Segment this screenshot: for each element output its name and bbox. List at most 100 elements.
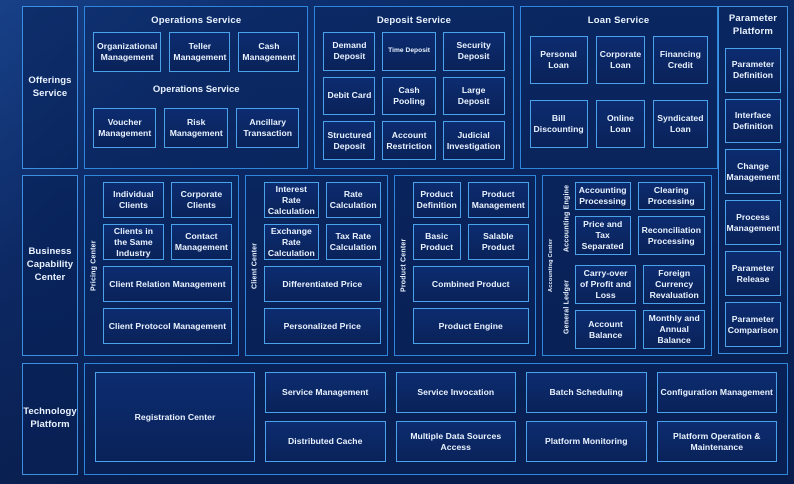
cell-bill-discounting[interactable]: Bill Discounting xyxy=(529,100,588,148)
cell-platform-operation-maintenance[interactable]: Platform Operation & Maintenance xyxy=(656,421,777,462)
cell-debit-card[interactable]: Debit Card xyxy=(323,76,376,116)
cell-syndicated-loan[interactable]: Syndicated Loan xyxy=(653,100,708,148)
parameter-platform-title-line2: Platform xyxy=(732,25,774,37)
cell-online-loan[interactable]: Online Loan xyxy=(595,100,646,148)
cell-platform-monitoring[interactable]: Platform Monitoring xyxy=(526,421,647,462)
cell-judicial-investigation[interactable]: Judicial Investigation xyxy=(442,121,505,160)
capability-column-clients: Pricing Center Individual Clients Corpor… xyxy=(84,175,239,356)
technology-platform-row: Technology Platform Registration Center … xyxy=(6,363,788,475)
business-capability-row: Business Capability Center Pricing Cente… xyxy=(6,175,788,356)
cell-parameter-release[interactable]: Parameter Release xyxy=(725,251,781,297)
deposit-service-grid: Demand Deposit Time Deposit Security Dep… xyxy=(319,32,508,164)
cell-financing-credit[interactable]: Financing Credit xyxy=(653,36,708,84)
lane-label-technology-platform: Technology Platform xyxy=(22,363,78,475)
cell-account-restriction[interactable]: Account Restriction xyxy=(382,121,436,160)
lane-label-business-capability-center: Business Capability Center xyxy=(22,175,78,356)
lane-label-offerings-service: Offerings Service xyxy=(22,6,78,169)
cell-demand-deposit[interactable]: Demand Deposit xyxy=(323,32,376,71)
cell-salable-product[interactable]: Salable Product xyxy=(467,224,529,260)
vlabel-pricing-center: Pricing Center xyxy=(90,240,98,291)
group-title-deposit-service: Deposit Service xyxy=(376,15,452,26)
cell-interface-definition[interactable]: Interface Definition xyxy=(725,98,781,144)
cell-account-balance[interactable]: Account Balance xyxy=(574,310,637,349)
group-title-operations-service: Operations Service xyxy=(151,15,242,26)
cell-individual-clients[interactable]: Individual Clients xyxy=(103,182,164,218)
cell-teller-management[interactable]: Teller Management xyxy=(169,32,231,72)
cell-cash-management[interactable]: Cash Management xyxy=(238,32,300,72)
general-ledger-section: General Ledger Carry-over of Profit and … xyxy=(561,265,705,349)
cell-carry-over-of-profit-and-loss[interactable]: Carry-over of Profit and Loss xyxy=(574,265,637,304)
cell-process-management[interactable]: Process Management xyxy=(725,200,781,246)
cell-large-deposit[interactable]: Large Deposit xyxy=(442,76,505,116)
group-title-loan-service: Loan Service xyxy=(587,15,650,26)
cell-corporate-clients[interactable]: Corporate Clients xyxy=(170,182,232,218)
parameter-platform-panel: Parameter Platform Parameter Definition … xyxy=(718,6,788,354)
cell-risk-management[interactable]: Risk Management xyxy=(164,108,228,148)
cell-clearing-processing[interactable]: Clearing Processing xyxy=(637,182,705,210)
operations-service-row-1: Organizational Management Teller Managem… xyxy=(93,32,300,72)
cell-configuration-management[interactable]: Configuration Management xyxy=(656,372,777,413)
cell-product-definition[interactable]: Product Definition xyxy=(412,182,461,218)
cell-personalized-price[interactable]: Personalized Price xyxy=(263,308,381,344)
cell-price-and-tax-separated[interactable]: Price and Tax Separated xyxy=(574,216,631,255)
cell-parameter-definition[interactable]: Parameter Definition xyxy=(725,47,781,93)
cell-cash-pooling[interactable]: Cash Pooling xyxy=(382,76,436,116)
cell-time-deposit[interactable]: Time Deposit xyxy=(382,32,436,71)
offerings-service-row: Offerings Service Operations Service Org… xyxy=(6,6,788,169)
cell-service-invocation[interactable]: Service Invocation xyxy=(395,372,516,413)
capability-column-pricing: Client Center Interest Rate Calculation … xyxy=(244,175,388,356)
cell-reconciliation-processing[interactable]: Reconciliation Processing xyxy=(637,216,705,255)
clients-pair-grid: Individual Clients Corporate Clients Cli… xyxy=(103,182,232,260)
pricing-pair-grid: Interest Rate Calculation Rate Calculati… xyxy=(263,182,381,260)
vlabel-client-center: Client Center xyxy=(251,242,259,289)
general-ledger-grid: Carry-over of Profit and Loss Foreign Cu… xyxy=(574,265,705,349)
group-deposit-service: Deposit Service Demand Deposit Time Depo… xyxy=(314,6,514,169)
cell-differentiated-price[interactable]: Differentiated Price xyxy=(263,266,381,302)
cell-personal-loan[interactable]: Personal Loan xyxy=(529,36,588,84)
parameter-platform-title: Parameter Platform xyxy=(725,11,781,42)
cell-rate-calculation[interactable]: Rate Calculation xyxy=(325,182,381,218)
cell-client-relation-management[interactable]: Client Relation Management xyxy=(103,266,232,302)
product-pair-grid: Product Definition Product Management Ba… xyxy=(412,182,529,260)
cell-basic-product[interactable]: Basic Product xyxy=(412,224,461,260)
cell-foreign-currency-revaluation[interactable]: Foreign Currency Revaluation xyxy=(643,265,705,304)
cell-multiple-data-sources-access[interactable]: Multiple Data Sources Access xyxy=(395,421,516,462)
cell-combined-product[interactable]: Combined Product xyxy=(412,266,529,302)
cell-service-management[interactable]: Service Management xyxy=(265,372,386,413)
cell-parameter-comparison[interactable]: Parameter Comparison xyxy=(725,302,781,347)
cell-tax-rate-calculation[interactable]: Tax Rate Calculation xyxy=(325,224,381,260)
cell-interest-rate-calculation[interactable]: Interest Rate Calculation xyxy=(263,182,319,218)
cell-registration-center[interactable]: Registration Center xyxy=(95,372,255,462)
capability-column-accounting: Accounting Center Accounting Engine Acco… xyxy=(541,175,712,356)
cell-change-management[interactable]: Change Management xyxy=(725,149,781,195)
cell-product-engine[interactable]: Product Engine xyxy=(412,308,529,344)
vlabel-accounting-center: Accounting Center xyxy=(547,238,554,293)
cell-clients-in-the-same-industry[interactable]: Clients in the Same Industry xyxy=(103,224,164,260)
vlabel-accounting-engine: Accounting Engine xyxy=(563,184,571,253)
accounting-engine-grid: Accounting Processing Clearing Processin… xyxy=(574,182,705,255)
cell-client-protocol-management[interactable]: Client Protocol Management xyxy=(103,308,232,344)
capability-column-product: Product Center Product Definition Produc… xyxy=(393,175,536,356)
loan-service-grid: Personal Loan Corporate Loan Financing C… xyxy=(525,32,713,164)
cell-security-deposit[interactable]: Security Deposit xyxy=(442,32,505,71)
parameter-platform-title-line1: Parameter xyxy=(728,13,778,24)
cell-accounting-processing[interactable]: Accounting Processing xyxy=(574,182,631,210)
cell-exchange-rate-calculation[interactable]: Exchange Rate Calculation xyxy=(263,224,319,260)
cell-structured-deposit[interactable]: Structured Deposit xyxy=(323,121,376,160)
stray-label-operations-service: Operations Service xyxy=(152,84,240,95)
cell-organizational-management[interactable]: Organizational Management xyxy=(93,32,162,72)
vlabel-product-center: Product Center xyxy=(400,238,408,293)
cell-contact-management[interactable]: Contact Management xyxy=(170,224,232,260)
cell-distributed-cache[interactable]: Distributed Cache xyxy=(265,421,386,462)
technology-platform-group: Registration Center Service Management S… xyxy=(84,363,788,475)
group-operations-service: Operations Service Organizational Manage… xyxy=(84,6,309,169)
vlabel-general-ledger: General Ledger xyxy=(563,279,571,335)
cell-ancillary-transaction[interactable]: Ancillary Transaction xyxy=(235,108,300,148)
cell-voucher-management[interactable]: Voucher Management xyxy=(93,108,157,148)
cell-corporate-loan[interactable]: Corporate Loan xyxy=(595,36,646,84)
cell-batch-scheduling[interactable]: Batch Scheduling xyxy=(526,372,647,413)
cell-monthly-and-annual-balance[interactable]: Monthly and Annual Balance xyxy=(643,310,705,349)
accounting-engine-section: Accounting Engine Accounting Processing … xyxy=(561,182,705,255)
cell-product-management[interactable]: Product Management xyxy=(467,182,529,218)
